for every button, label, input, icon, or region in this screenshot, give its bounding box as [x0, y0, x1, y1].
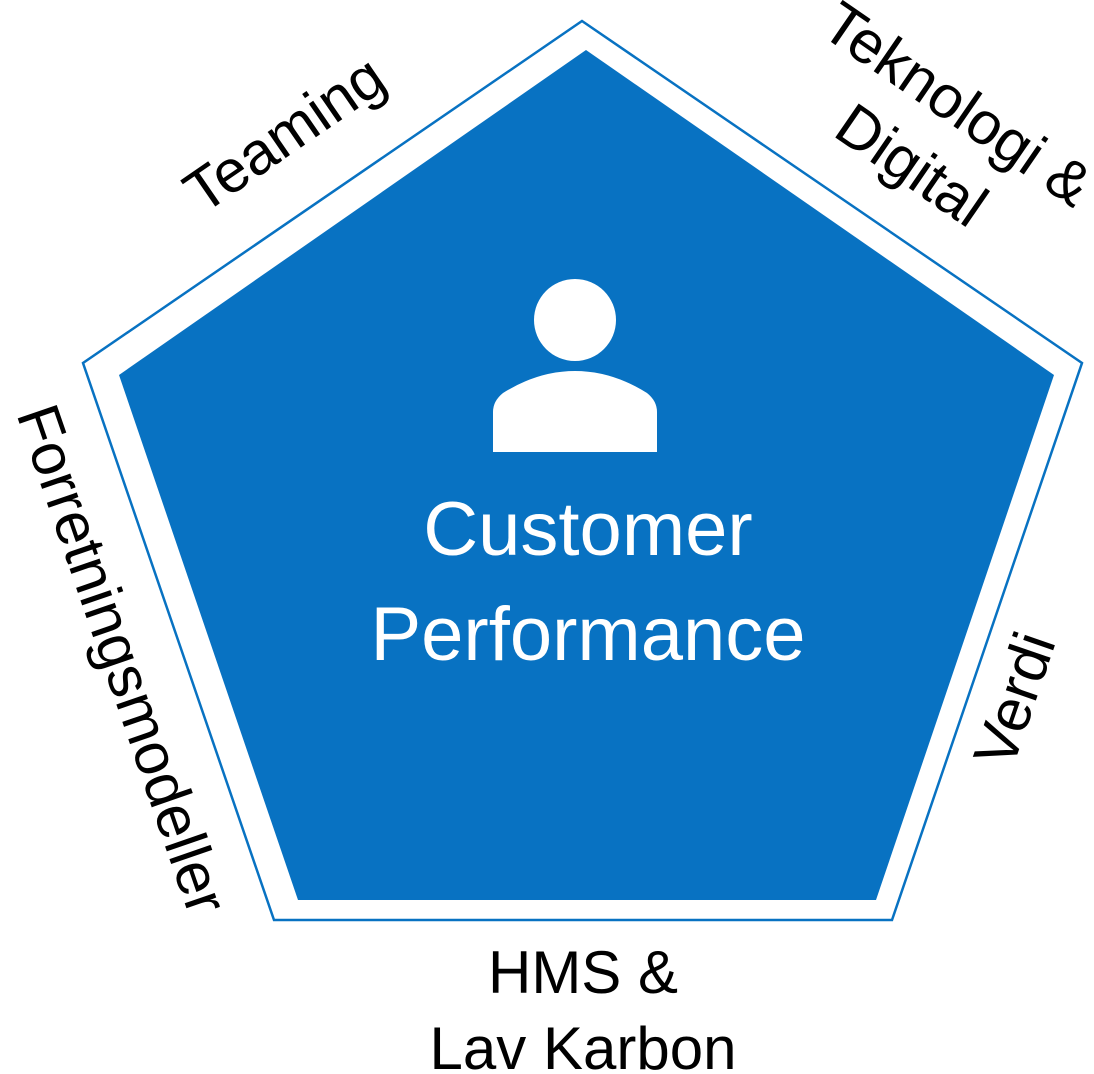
- center-title-line-2: Performance: [370, 592, 805, 677]
- center-title-line-1: Customer: [423, 487, 752, 572]
- outer-pentagon-outline: [81, 19, 1084, 922]
- label-hms-line-1: HMS &: [488, 939, 678, 1006]
- person-icon: [493, 279, 657, 452]
- label-hms-line-2: Lav Karbon: [430, 1015, 737, 1074]
- label-verdi: Verdi: [961, 624, 1069, 775]
- inner-pentagon: [119, 50, 1054, 900]
- label-teaming: Teaming: [172, 42, 397, 226]
